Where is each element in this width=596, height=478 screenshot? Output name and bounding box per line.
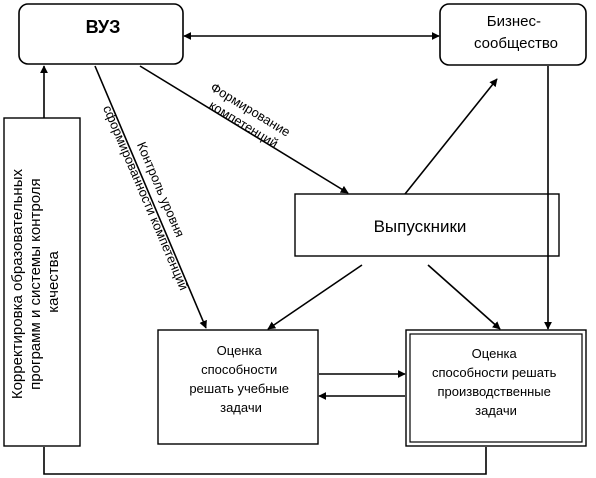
control-label-line2: сформированности компетенций bbox=[100, 103, 192, 292]
svg-text:Корректировка образовательных: Корректировка образовательных программ и… bbox=[9, 165, 62, 399]
business-label-line2: сообщество bbox=[474, 35, 558, 52]
prod-tasks-box-outer bbox=[405, 329, 587, 447]
correction-line2: программ и системы контроля bbox=[27, 178, 44, 389]
prod-tasks-line1: Оценка bbox=[472, 346, 518, 361]
edu-tasks-box bbox=[157, 329, 319, 445]
business-label-line1: Бизнес- bbox=[487, 13, 541, 30]
competency-control-arrow bbox=[94, 65, 207, 329]
correction-line3: качества bbox=[45, 251, 62, 313]
vuz-node: ВУЗ bbox=[18, 3, 184, 65]
edu-tasks-line2: способности bbox=[201, 362, 277, 377]
graduates-label: Выпускники bbox=[374, 217, 467, 236]
graduates-node: Выпускники bbox=[294, 193, 560, 257]
forming-competencies-arrow bbox=[139, 65, 349, 194]
prod-tasks-node: Оценка способности решать производственн… bbox=[405, 329, 587, 447]
svg-text:Бизнес- сообщество: Бизнес- сообщество bbox=[474, 13, 558, 52]
prod-tasks-box-inner bbox=[409, 333, 583, 443]
correction-box bbox=[3, 117, 81, 447]
vuz-box bbox=[18, 3, 184, 65]
svg-text:Оценка способности решат: Оценка способности решать производственн… bbox=[432, 346, 560, 418]
correction-line1: Корректировка образовательных bbox=[9, 169, 26, 400]
prod-tasks-line4: задачи bbox=[475, 403, 517, 418]
business-node: Бизнес- сообщество bbox=[439, 3, 587, 66]
prod-tasks-line2: способности решать bbox=[432, 365, 557, 380]
graduates-edu-tasks-arrow bbox=[267, 264, 363, 330]
svg-text:Контроль уровня сформирова: Контроль уровня сформированности компете… bbox=[100, 96, 207, 292]
graduates-business-arrow bbox=[404, 78, 498, 195]
svg-text:Формирование компетенций: Формирование компетенций bbox=[200, 80, 297, 156]
edu-tasks-line1: Оценка bbox=[217, 343, 263, 358]
vuz-label: ВУЗ bbox=[86, 17, 121, 37]
svg-text:Оценка способности: Оценка способности решать учебные задачи bbox=[189, 343, 292, 415]
edu-tasks-line4: задачи bbox=[220, 400, 262, 415]
feedback-loop-line bbox=[43, 447, 487, 475]
correction-node: Корректировка образовательных программ и… bbox=[3, 117, 81, 447]
business-box bbox=[439, 3, 587, 66]
graduates-prod-tasks-arrow bbox=[427, 264, 501, 330]
edu-tasks-line3: решать учебные bbox=[189, 381, 289, 396]
prod-tasks-line3: производственные bbox=[437, 384, 550, 399]
graduates-box bbox=[294, 193, 560, 257]
edu-tasks-node: Оценка способности решать учебные задачи bbox=[157, 329, 319, 445]
